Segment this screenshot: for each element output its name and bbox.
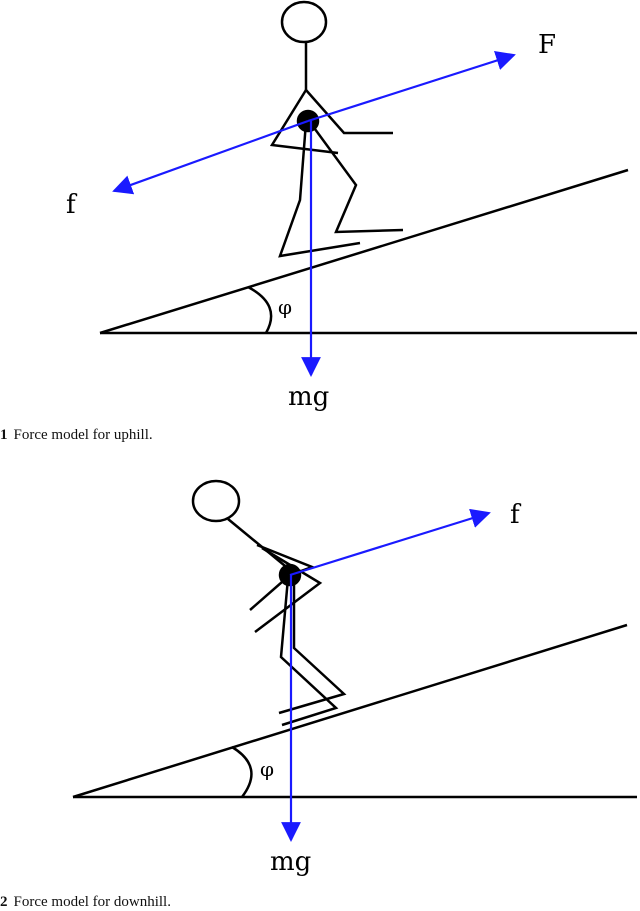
skier-figure [269, 0, 404, 258]
angle-label: φ [260, 757, 274, 781]
angle-arc [231, 745, 253, 798]
gravity-label: mg [270, 847, 311, 877]
skier-leg-front [278, 578, 347, 715]
skier-arm-lower [254, 546, 323, 633]
skier-leg-back [279, 577, 339, 727]
skier-torso-arm [269, 89, 339, 155]
gravity-label: mg [288, 382, 329, 412]
push-force-arrow [307, 51, 516, 123]
skier-leg-back [278, 121, 361, 258]
friction-arrow [289, 508, 491, 577]
force-arrows [112, 51, 516, 377]
incline-line [72, 623, 628, 799]
angle-arc [247, 285, 273, 334]
figure-2-caption: 2 Force model for downhill. [0, 894, 171, 911]
push-force-label: F [538, 30, 556, 60]
skier-figure [191, 479, 347, 727]
skier-head [191, 479, 241, 523]
skier-back-arm [305, 89, 393, 135]
downhill-force-diagram: f mg φ [72, 479, 637, 877]
angle-label: φ [278, 295, 292, 319]
figure-2-number: 2 [0, 894, 8, 910]
figure-2-caption-text: Force model for downhill. [13, 894, 171, 910]
figure-1-number: 1 [0, 427, 8, 443]
incline-line [99, 168, 629, 335]
slope [72, 623, 637, 799]
force-arrows [281, 508, 491, 842]
friction-arrow [112, 119, 309, 195]
figure-1-caption: 1 Force model for uphill. [0, 427, 153, 444]
skier-leg-front [310, 124, 404, 234]
figure-1-caption-text: Force model for uphill. [13, 427, 153, 443]
friction-label: f [510, 500, 522, 530]
uphill-force-diagram: F f mg φ [66, 0, 637, 412]
friction-label: f [66, 190, 78, 220]
skier-head [280, 0, 328, 44]
slope [99, 168, 637, 335]
